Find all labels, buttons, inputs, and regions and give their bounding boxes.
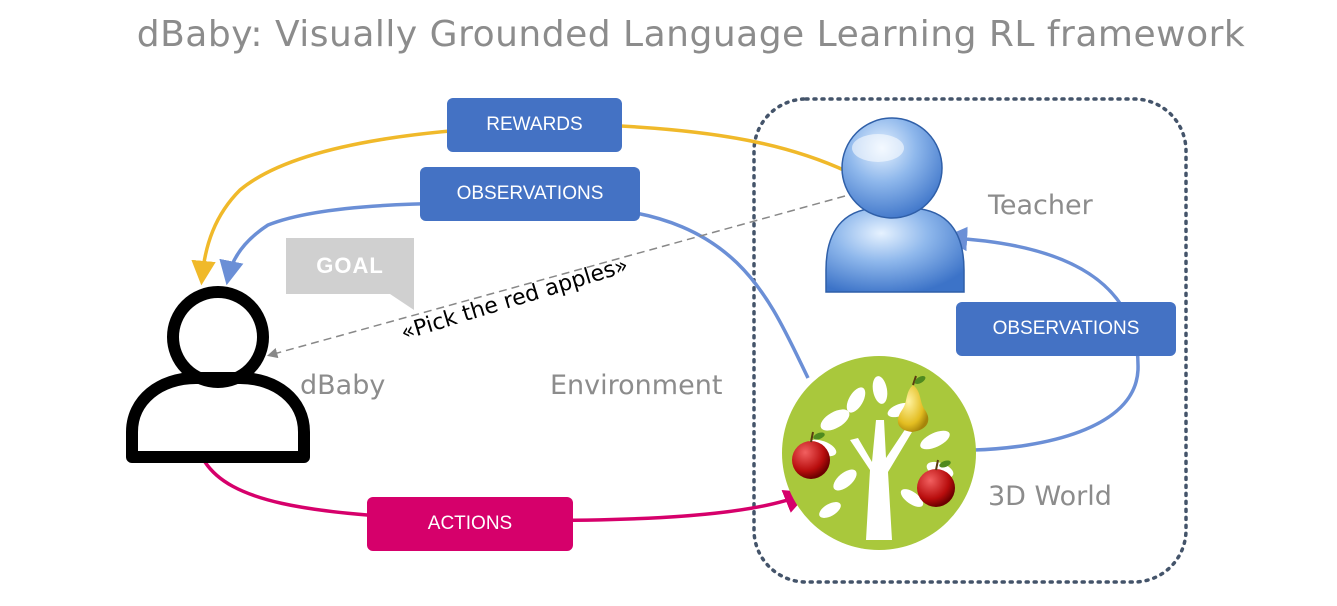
dbaby-label: dBaby	[300, 370, 386, 401]
goal-bubble: GOAL	[286, 238, 414, 294]
instruction-line	[266, 195, 846, 359]
observations-agent-label: OBSERVATIONS	[420, 167, 640, 221]
actions-label: ACTIONS	[367, 497, 573, 551]
observations-teacher-label: OBSERVATIONS	[956, 302, 1176, 356]
world-label: 3D World	[988, 481, 1112, 512]
rewards-label: REWARDS	[447, 98, 622, 152]
dbaby-person-icon	[126, 286, 310, 463]
teacher-person-icon	[825, 117, 965, 293]
diagram-title: dBaby: Visually Grounded Language Learni…	[136, 14, 1246, 55]
observations-teacher-arrow	[942, 226, 1140, 452]
rewards-arrow	[191, 123, 849, 286]
pear-icon	[897, 375, 929, 432]
teacher-label: Teacher	[988, 190, 1093, 221]
environment-boundary	[752, 97, 1188, 584]
environment-label: Environment	[550, 370, 723, 401]
apple-icon-right	[917, 459, 955, 507]
apple-icon-left	[792, 431, 830, 479]
goal-bubble-tail	[390, 294, 414, 310]
